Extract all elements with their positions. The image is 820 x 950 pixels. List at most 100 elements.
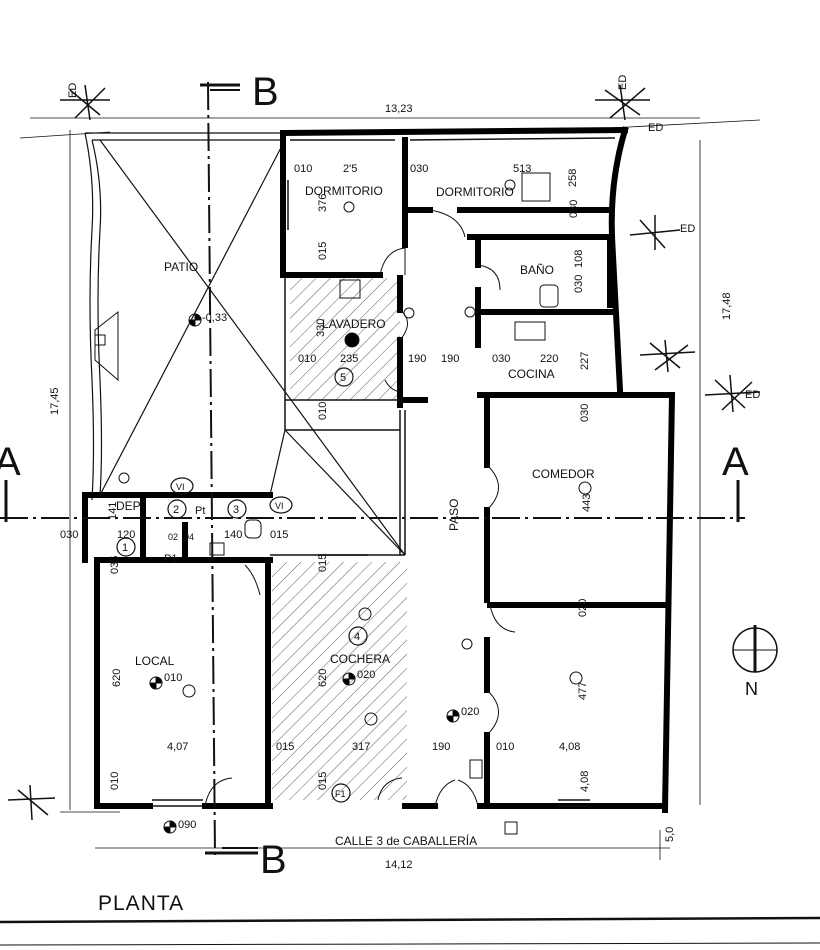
dim-4-08b: 4,08 (579, 771, 591, 792)
ed-label-5: ED (745, 389, 760, 401)
level-patio: -0,33 (202, 312, 227, 324)
room-comedor: COMEDOR (532, 467, 595, 481)
dim-bottom-width: 14,12 (385, 859, 413, 871)
level-cochera: 020 (357, 669, 375, 681)
section-a-right-label: A (722, 440, 749, 484)
dim-030-c: 030 (573, 275, 585, 293)
room-bano: BAÑO (520, 263, 554, 277)
dim-010-a: 010 (294, 163, 312, 175)
dim-477: 477 (577, 682, 589, 700)
level-street: 090 (178, 819, 196, 831)
section-a-left-label: A (0, 440, 21, 484)
label-pt: Pt (195, 505, 205, 517)
dim-235: 235 (340, 353, 358, 365)
dim-left-depth: 17,45 (49, 387, 61, 415)
label-04: 04 (184, 532, 194, 542)
dim-030-e: 030 (579, 404, 591, 422)
dim-220: 220 (540, 353, 558, 365)
room-dormitorio-2: DORMITORIO (436, 185, 514, 199)
dim-010-d: 010 (496, 741, 514, 753)
fixtures (118, 172, 592, 779)
dim-030-d: 030 (492, 353, 510, 365)
outer-dimension-lines (19, 117, 761, 860)
dim-141: 141 (107, 502, 119, 520)
dim-015-a: 015 (317, 242, 329, 260)
numbered-circle-marks (116, 367, 368, 803)
thin-walls (152, 137, 616, 807)
ed-label-4: ED (680, 223, 695, 235)
walls (82, 126, 676, 814)
level-paso: 020 (461, 706, 479, 718)
dim-020-a: 020 (577, 599, 589, 617)
dim-258: 258 (567, 169, 579, 187)
dim-015-b: 015 (270, 529, 288, 541)
dim-030-b: 030 (568, 200, 580, 218)
dim-513: 513 (513, 163, 531, 175)
ed-label-1: ED (67, 83, 79, 98)
dim-443: 443 (581, 494, 593, 512)
dim-330: 330 (315, 319, 327, 337)
sheet-border-line-thin (0, 942, 820, 946)
section-line-a (0, 480, 745, 522)
dim-030-a: 030 (410, 163, 428, 175)
dim-010-c: 010 (317, 402, 329, 420)
dim-317: 317 (352, 741, 370, 753)
label-02: 02 (168, 532, 178, 542)
dim-190-b: 190 (441, 353, 459, 365)
room-lavadero: LAVADERO (322, 317, 386, 331)
section-b-bottom-label: B (260, 838, 287, 882)
dim-108: 108 (573, 250, 585, 268)
sheet-border-line (0, 916, 820, 924)
dim-376: 376 (317, 194, 329, 212)
drawing-title: PLANTA (98, 892, 184, 915)
cochera-hatch (272, 562, 407, 800)
dim-190-c: 190 (432, 741, 450, 753)
street-marker-box (504, 821, 518, 835)
dim-190-a: 190 (408, 353, 426, 365)
section-line-b (200, 81, 258, 856)
room-patio: PATIO (164, 260, 198, 274)
dim-620-a: 620 (111, 669, 123, 687)
ed-label-2: ED (617, 75, 629, 90)
dim-4-07: 4,07 (167, 741, 188, 753)
dim-top-width: 13,23 (385, 103, 413, 115)
dim-015-c: 015 (317, 554, 329, 572)
dim-2-5: 2'5 (343, 163, 357, 175)
dim-227: 227 (579, 352, 591, 370)
dim-010-b: 010 (298, 353, 316, 365)
north-arrow (732, 625, 778, 673)
mark-3: 3 (233, 504, 239, 516)
dim-620-b: 620 (317, 669, 329, 687)
room-paso: PASO (447, 499, 461, 531)
dim-bottom-offset: 5,0 (664, 827, 676, 842)
mark-f1: F1 (335, 789, 346, 799)
mark-1: 1 (122, 542, 128, 554)
mark-vi-1: VI (176, 482, 185, 492)
section-b-top-label: B (252, 70, 279, 114)
north-label: N (745, 679, 758, 699)
mark-vi-2: VI (275, 501, 284, 511)
room-dep: DEP (116, 499, 141, 513)
ed-label-3: ED (648, 122, 663, 134)
dim-030-f: 030 (60, 529, 78, 541)
dim-015-d: 015 (276, 741, 294, 753)
patio-fixture (94, 310, 119, 382)
street-label: CALLE 3 de CABALLERÍA (335, 833, 477, 848)
room-cochera: COCHERA (330, 652, 390, 666)
dim-120: 120 (117, 529, 135, 541)
dim-010-e: 010 (109, 772, 121, 790)
level-local: 010 (164, 672, 182, 684)
dim-4-08: 4,08 (559, 741, 580, 753)
dim-015-e: 015 (317, 772, 329, 790)
mark-5: 5 (340, 372, 346, 384)
patio-boundary (84, 132, 406, 556)
label-p1: P1 (164, 553, 177, 565)
dim-140: 140 (224, 529, 242, 541)
room-local: LOCAL (135, 654, 175, 668)
dim-right-depth: 17,48 (721, 292, 733, 320)
mark-2: 2 (173, 504, 179, 516)
ed-symbols (7, 84, 761, 821)
mark-4: 4 (354, 631, 360, 643)
room-dormitorio-1: DORMITORIO (305, 184, 383, 198)
